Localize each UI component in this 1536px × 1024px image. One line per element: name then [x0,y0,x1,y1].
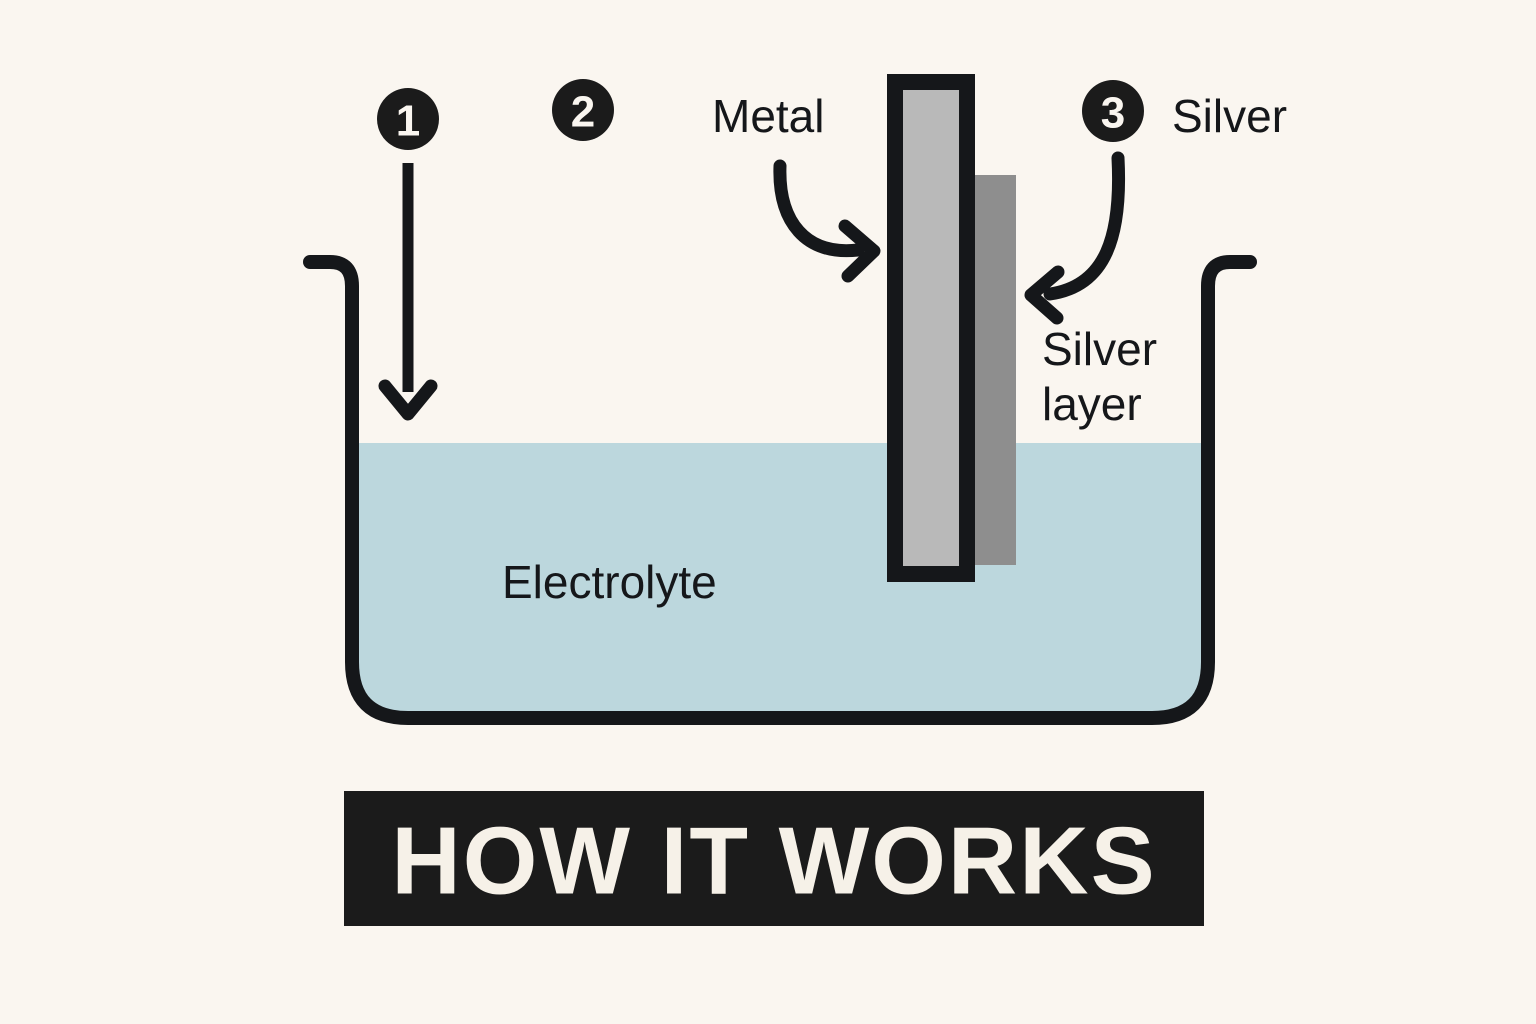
metal-label: Metal [712,90,824,142]
silver-label: Silver [1172,90,1287,142]
step-3-group: 3 Silver Silver layer [1024,80,1287,430]
silver-arrow-head [1024,265,1065,325]
banner-title: HOW IT WORKS [391,808,1156,915]
step-3-badge-number: 3 [1101,89,1125,138]
curved-arrow-right-icon [773,159,865,258]
metal-arrow-head [838,219,881,283]
step-1-badge-number: 1 [396,97,420,146]
silver-layer-plate [972,175,1016,565]
electrode-assembly [887,74,1016,582]
beaker-group: Electrolyte [303,255,1257,725]
banner: HOW IT WORKS [344,791,1204,926]
step-1-group: 1 [377,88,439,421]
plate-separator [959,175,973,565]
metal-plate-core [903,90,959,566]
beaker-outline [303,255,1257,725]
electrolyte-liquid [352,443,1208,716]
silver-layer-label-line1: Silver [1042,323,1157,375]
banner-background [344,791,1204,926]
step-2-group: 2 Metal [552,79,881,283]
step-2-badge-number: 2 [571,88,595,137]
step-2-badge [552,79,614,141]
arrow-down-icon [378,379,438,421]
step-1-badge [377,88,439,150]
electrolyte-label: Electrolyte [502,556,717,608]
step-3-badge [1082,80,1144,142]
silver-layer-label-line2: layer [1042,378,1142,430]
curved-arrow-left-icon [1043,151,1126,301]
